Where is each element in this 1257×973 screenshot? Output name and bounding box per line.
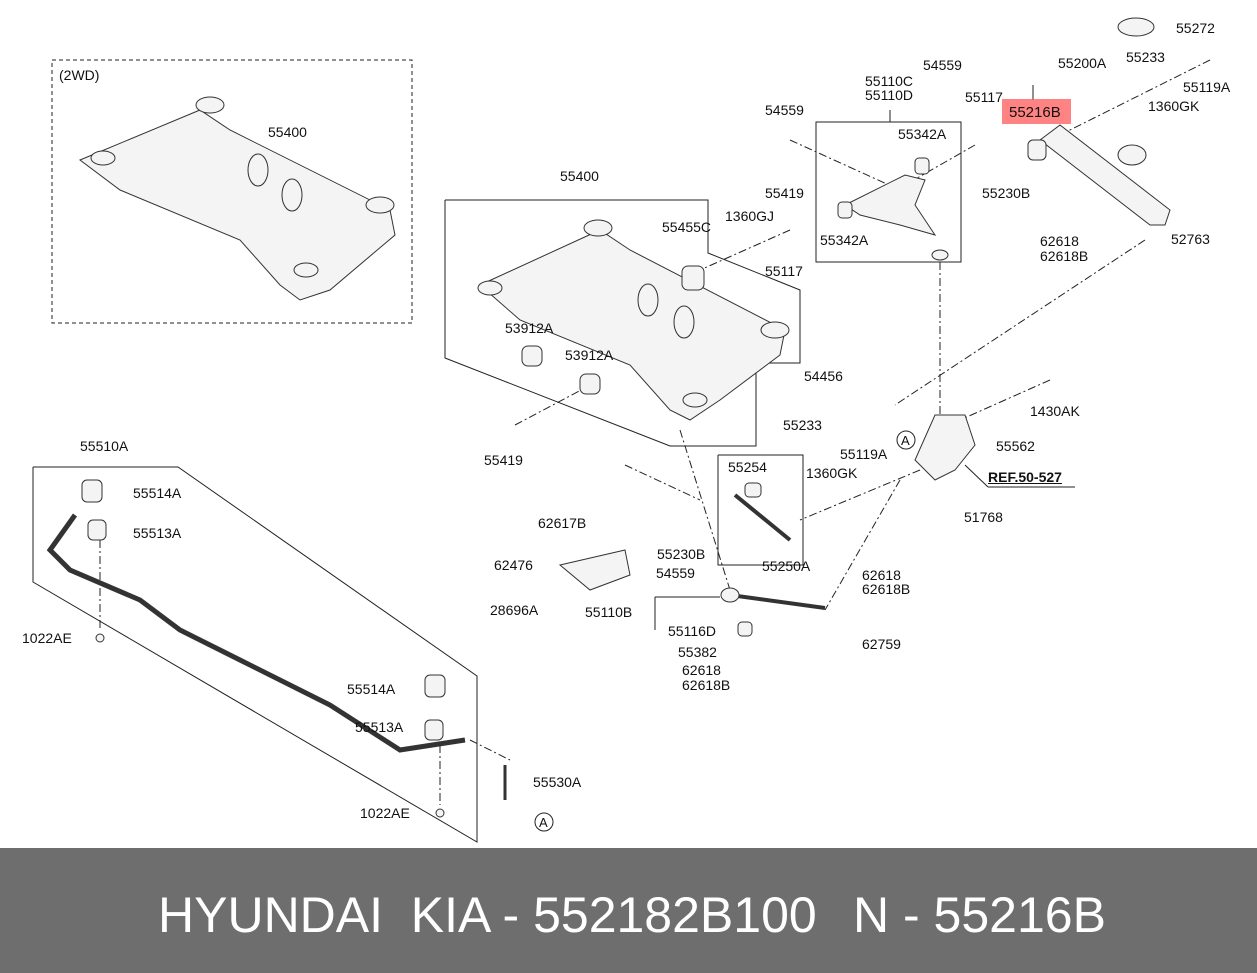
part-label: 54559	[923, 57, 962, 73]
part-label: 55513A	[355, 719, 404, 735]
part-label: 55119A	[1183, 79, 1231, 95]
brand-part-number: HYUNDAI KIA - 552182B100	[158, 887, 817, 943]
part-label: 1430AK	[1030, 403, 1080, 419]
part-label: 1360GJ	[725, 208, 775, 224]
part-label: 55272	[1176, 20, 1215, 36]
part-label: 55110B	[585, 604, 633, 620]
part-label: 55400	[560, 168, 599, 184]
part-label: 55530A	[533, 774, 582, 790]
reference-a-circle-1	[896, 430, 916, 450]
subframe-shape	[479, 229, 786, 421]
part-label: 55200A	[1058, 55, 1107, 71]
subframe-2wd-shape	[79, 109, 396, 301]
part-label: 52763	[1171, 231, 1210, 247]
part-label: 62618B	[682, 677, 731, 693]
trailing-box	[717, 454, 804, 566]
part-label: 55110C	[865, 73, 914, 89]
part-label: 55419	[484, 452, 523, 468]
2wd-inset-box	[51, 59, 413, 324]
part-label: 55419	[765, 185, 804, 201]
part-label: 51768	[964, 509, 1003, 525]
part-label: 54559	[765, 102, 804, 118]
stabilizer-box	[32, 466, 478, 843]
part-label: 55233	[1126, 49, 1165, 65]
part-label: 54559	[656, 565, 695, 581]
part-label: 62618	[682, 662, 721, 678]
reference-label: REF.50-527	[988, 469, 1062, 485]
part-label: 55110D	[865, 87, 914, 103]
part-label: 55455C	[662, 219, 712, 235]
part-label: 28696A	[490, 602, 539, 618]
part-label: 55230B	[982, 185, 1031, 201]
variant-label: (2WD)	[59, 67, 100, 83]
part-label: 55342A	[898, 126, 947, 142]
part-label: 1022AE	[22, 630, 72, 646]
part-label: 55382	[678, 644, 717, 660]
part-label: 1360GK	[1148, 98, 1200, 114]
part-label: 55116D	[668, 623, 717, 639]
reference-a-circle-2	[534, 812, 554, 832]
part-label: 1360GK	[806, 465, 858, 481]
part-label: 55400	[268, 124, 307, 140]
part-label: 55117	[965, 89, 1003, 105]
part-label: 55250A	[762, 558, 811, 574]
part-label: 55342A	[820, 232, 869, 248]
part-label: 55119A	[840, 446, 888, 462]
part-label: 55254	[728, 459, 767, 475]
footer-banner: HYUNDAI KIA - 552182B100 N - 55216B	[0, 848, 1257, 973]
upper-arm-box	[815, 121, 962, 263]
part-label: 55562	[996, 438, 1035, 454]
part-label: 62618B	[1040, 248, 1089, 264]
highlighted-part-marker	[1002, 99, 1071, 124]
part-label: 62618	[1040, 233, 1079, 249]
part-label: 53912A	[505, 320, 554, 336]
part-label: 62618	[862, 567, 901, 583]
part-label: 62759	[862, 636, 901, 652]
part-label: 55233	[783, 417, 822, 433]
part-label: 1022AE	[360, 805, 410, 821]
diagram-reference-number: N - 55216B	[853, 887, 1106, 943]
reference-a-label: A	[901, 433, 910, 448]
part-label: 55230B	[657, 546, 706, 562]
highlighted-part-label: 55216B	[1009, 104, 1061, 121]
part-label: 55117	[765, 263, 803, 279]
part-label: 55514A	[347, 681, 396, 697]
part-label: 53912A	[565, 347, 614, 363]
parts-diagram	[32, 17, 1211, 843]
part-label: 62617B	[538, 515, 587, 531]
part-label: 62476	[494, 557, 533, 573]
part-label: 55510A	[80, 438, 129, 454]
part-label: 62618B	[862, 581, 911, 597]
part-label: 55513A	[133, 525, 182, 541]
part-label: 54456	[804, 368, 843, 384]
part-label: 55514A	[133, 485, 182, 501]
reference-a-label: A	[539, 815, 548, 830]
